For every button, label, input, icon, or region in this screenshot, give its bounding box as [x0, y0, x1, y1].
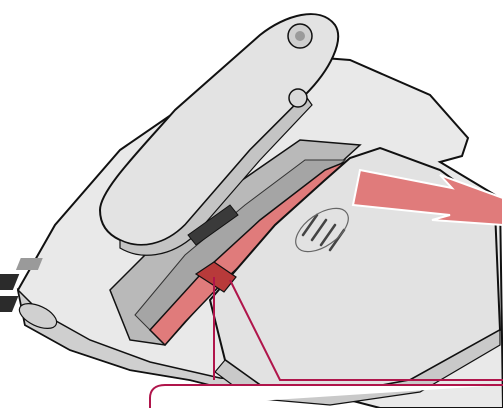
clip-hinge: [289, 89, 307, 107]
clip-screw-inner: [295, 31, 305, 41]
